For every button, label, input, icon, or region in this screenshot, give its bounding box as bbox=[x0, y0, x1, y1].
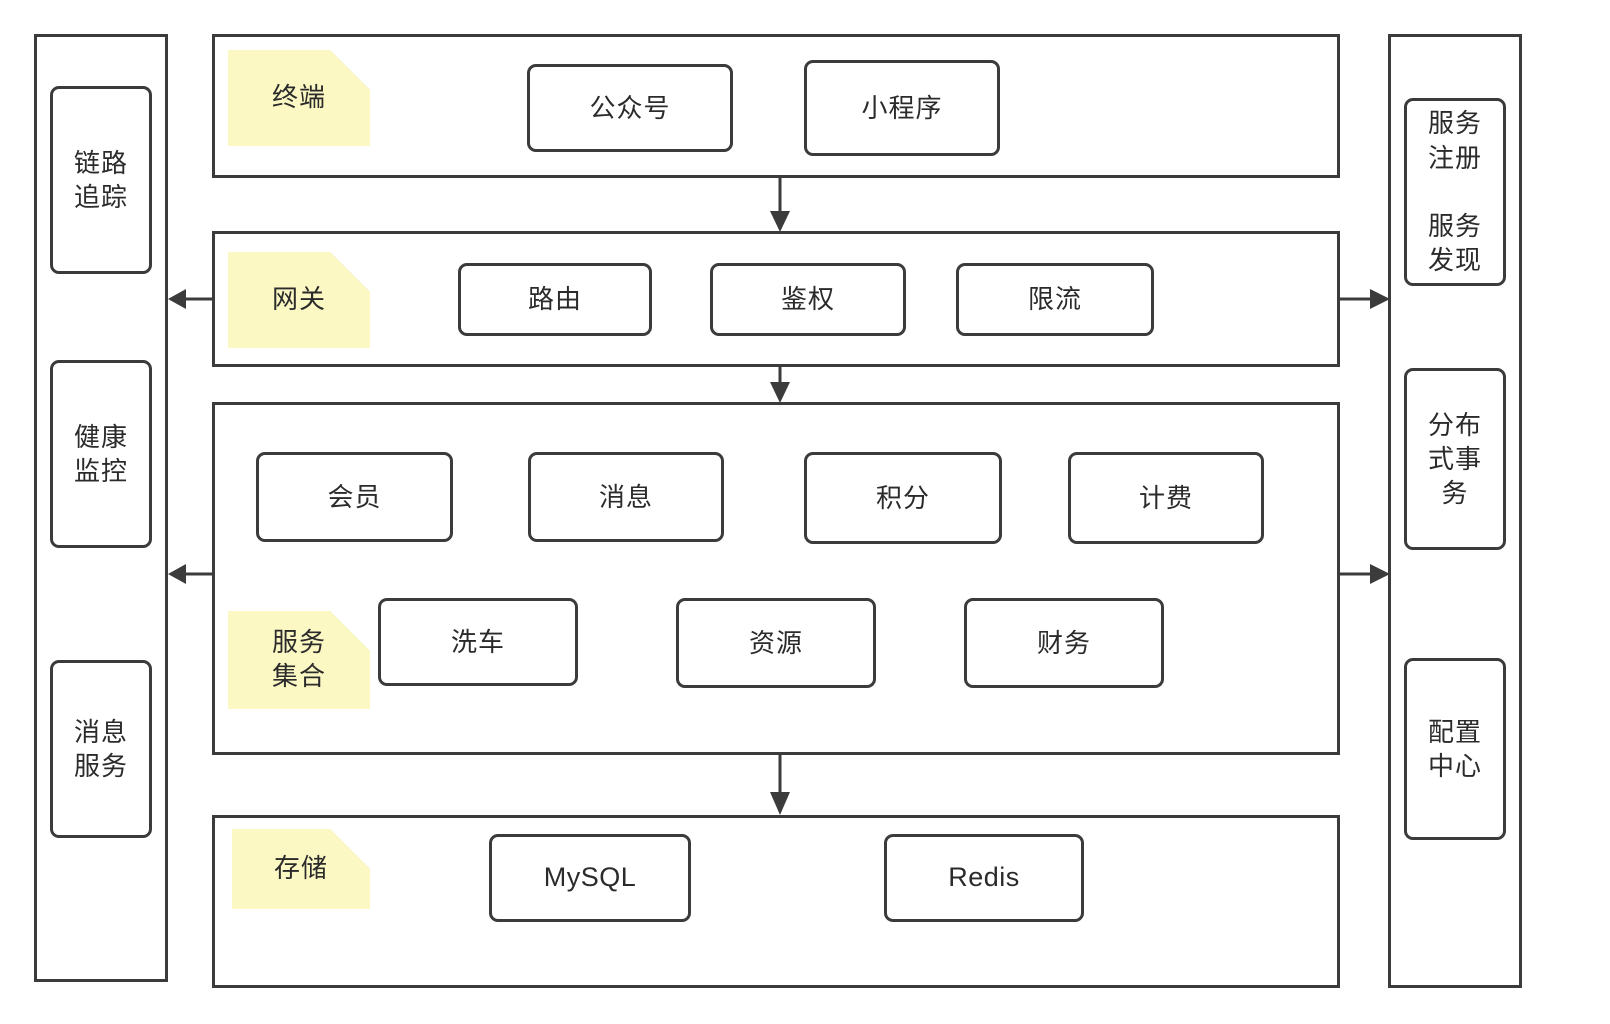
node-rate-limit[interactable]: 限流 bbox=[956, 263, 1154, 336]
node-mini-program[interactable]: 小程序 bbox=[804, 60, 1000, 156]
node-billing[interactable]: 计费 bbox=[1068, 452, 1264, 544]
node-member[interactable]: 会员 bbox=[256, 452, 453, 542]
node-points[interactable]: 积分 bbox=[804, 452, 1002, 544]
sticky-note-storage-label: 存储 bbox=[273, 853, 328, 884]
sticky-note-service-collection-label: 服务 集合 bbox=[271, 627, 326, 691]
sidebar-item-health-monitor[interactable]: 健康 监控 bbox=[50, 360, 152, 548]
node-official-account[interactable]: 公众号 bbox=[527, 64, 733, 152]
node-message[interactable]: 消息 bbox=[528, 452, 724, 542]
sticky-note-terminal-label: 终端 bbox=[271, 82, 326, 113]
node-route[interactable]: 路由 bbox=[458, 263, 652, 336]
sidebar-item-service-registry-discovery[interactable]: 服务 注册 服务 发现 bbox=[1404, 98, 1506, 286]
node-auth[interactable]: 鉴权 bbox=[710, 263, 906, 336]
connector-terminal-to-gateway bbox=[764, 178, 796, 232]
connector-services-to-right-sidebar bbox=[1338, 558, 1390, 590]
node-resource[interactable]: 资源 bbox=[676, 598, 876, 688]
sidebar-item-distributed-transaction[interactable]: 分布 式事 务 bbox=[1404, 368, 1506, 550]
connector-services-to-storage bbox=[764, 755, 796, 815]
node-finance[interactable]: 财务 bbox=[964, 598, 1164, 688]
node-mysql[interactable]: MySQL bbox=[489, 834, 691, 922]
sticky-note-gateway-label: 网关 bbox=[271, 284, 326, 315]
connector-gateway-to-right-sidebar bbox=[1338, 283, 1390, 315]
sidebar-item-link-tracing[interactable]: 链路 追踪 bbox=[50, 86, 152, 274]
node-car-wash[interactable]: 洗车 bbox=[378, 598, 578, 686]
layer-storage-panel bbox=[212, 815, 1340, 988]
connector-services-to-left-sidebar bbox=[168, 558, 214, 590]
connector-gateway-to-services bbox=[764, 367, 796, 403]
layer-terminal-panel bbox=[212, 34, 1340, 178]
sidebar-item-message-service[interactable]: 消息 服务 bbox=[50, 660, 152, 838]
node-redis[interactable]: Redis bbox=[884, 834, 1084, 922]
sidebar-item-config-center[interactable]: 配置 中心 bbox=[1404, 658, 1506, 840]
connector-gateway-to-left-sidebar bbox=[168, 283, 214, 315]
